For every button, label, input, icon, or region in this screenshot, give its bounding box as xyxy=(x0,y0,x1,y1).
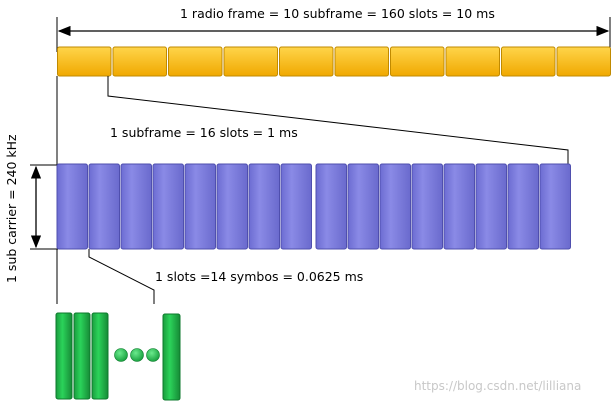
ellipsis-dot xyxy=(146,348,160,362)
subframe-row xyxy=(57,46,611,77)
slot-block xyxy=(216,163,248,250)
slot-block xyxy=(120,163,152,250)
slot-zoom-line-right xyxy=(88,249,155,304)
slot-block xyxy=(56,163,88,250)
subframe-block xyxy=(390,46,445,77)
subframe-block xyxy=(279,46,334,77)
ellipsis-dot xyxy=(114,348,128,362)
subframe-block xyxy=(556,46,611,77)
slot-block xyxy=(184,163,216,250)
symbol-block xyxy=(73,312,91,400)
subframe-block xyxy=(112,46,167,77)
subframe-block xyxy=(168,46,223,77)
slot-block xyxy=(411,163,443,250)
slot-block xyxy=(507,163,539,250)
radio-frame-label: 1 radio frame = 10 subframe = 160 slots … xyxy=(180,6,495,21)
slot-block xyxy=(152,163,184,250)
sub-carrier-label: 1 sub carrier = 240 kHz xyxy=(4,134,19,283)
symbol-row xyxy=(55,312,181,401)
subframe-block xyxy=(57,46,112,77)
slot-block xyxy=(379,163,411,250)
symbol-block xyxy=(55,312,73,400)
subframe-block xyxy=(501,46,556,77)
slot-block xyxy=(347,163,379,250)
symbol-block xyxy=(162,313,181,401)
slot-block xyxy=(443,163,475,250)
subframe-label: 1 subframe = 16 slots = 1 ms xyxy=(110,125,298,140)
slot-block xyxy=(248,163,280,250)
slot-block xyxy=(315,163,347,250)
symbol-block xyxy=(91,312,109,400)
slot-block xyxy=(475,163,507,250)
slot-label: 1 slots =14 symbos = 0.0625 ms xyxy=(155,269,363,284)
slot-block xyxy=(280,163,312,250)
subframe-block xyxy=(223,46,278,77)
slot-row xyxy=(56,163,571,250)
subframe-block xyxy=(445,46,500,77)
slot-block xyxy=(88,163,120,250)
subframe-block xyxy=(334,46,389,77)
slot-block xyxy=(539,163,571,250)
ellipsis-dot xyxy=(130,348,144,362)
zoom-line-right xyxy=(107,76,569,168)
watermark: https://blog.csdn.net/lilliana xyxy=(414,379,581,393)
